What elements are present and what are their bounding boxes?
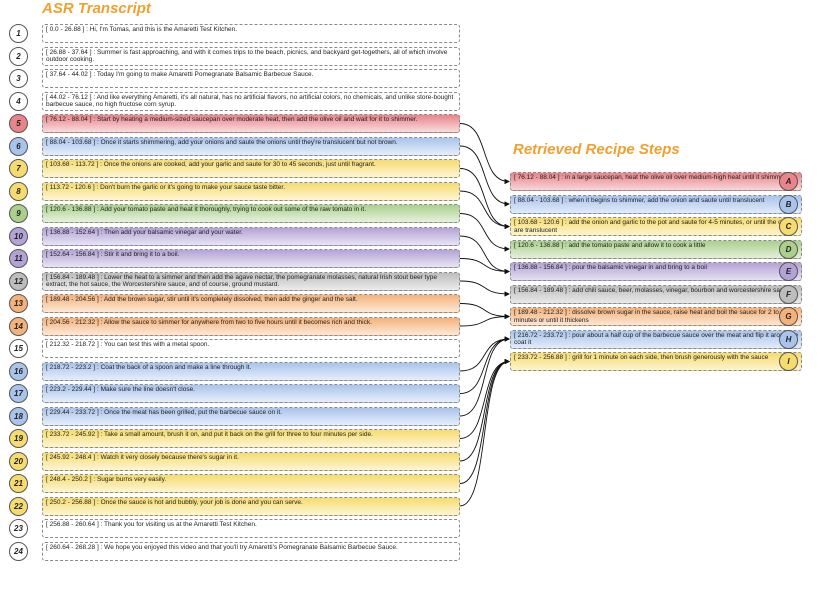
transcript-row: [ 223.2 - 229.44 ] : Make sure the line … [42, 384, 460, 403]
transcript-index-badge: 23 [9, 519, 28, 538]
recipe-step-letter-badge: D [779, 239, 798, 259]
transcript-index-badge: 18 [9, 406, 28, 426]
transcript-index-badge: 22 [9, 496, 28, 516]
recipe-step-row: [ 88.04 - 103.68 ] : when it begins to s… [510, 194, 802, 214]
asr-transcript-title: ASR Transcript [42, 0, 151, 17]
transcript-index-badge: 9 [9, 204, 28, 223]
transcript-row: [ 136.88 - 152.64 ] : Then add your bals… [42, 226, 460, 246]
alignment-link [459, 303, 510, 320]
transcript-index-badge: 6 [9, 136, 28, 156]
transcript-row: [ 156.84 - 189.48 ] : Lower the heat to … [42, 271, 460, 291]
alignment-link [459, 235, 510, 275]
transcript-index-badge: 10 [9, 226, 28, 246]
recipe-step-row: [ 76.12 - 88.04 ] : in a large saucepan,… [510, 172, 802, 191]
transcript-row: [ 229.44 - 233.72 ] : Once the meat has … [42, 406, 460, 426]
transcript-row: [ 120.6 - 136.88 ] : Add your tomato pas… [42, 204, 460, 223]
recipe-step-row: [ 120.6 - 136.88 ] : add the tomato past… [510, 239, 802, 259]
transcript-row: [ 37.64 - 44.02 ] : Today I'm going to m… [42, 69, 460, 88]
transcript-index-badge: 17 [9, 384, 28, 403]
transcript-index-badge: 7 [9, 159, 28, 178]
alignment-link [459, 145, 510, 207]
transcript-index-badge: 14 [9, 316, 28, 336]
recipe-step-letter-badge: C [779, 217, 798, 236]
transcript-row: [ 218.72 - 223.2 ] : Coat the back of a … [42, 361, 460, 381]
recipe-step-row: [ 233.72 - 256.88 ] : grill for 1 minute… [510, 352, 802, 371]
transcript-index-badge: 3 [9, 69, 28, 88]
recipe-step-letter-badge: B [779, 194, 798, 214]
transcript-index-badge: 5 [9, 114, 28, 133]
alignment-link [459, 280, 510, 297]
recipe-step-row: [ 156.84 - 189.48 ] : add chili sauce, b… [510, 284, 802, 304]
alignment-link [459, 258, 510, 275]
transcript-row: [ 250.2 - 256.88 ] : Once the sauce is h… [42, 496, 460, 516]
transcript-index-badge: 2 [9, 46, 28, 66]
transcript-index-badge: 4 [9, 91, 28, 111]
alignment-link [459, 168, 510, 230]
retrieved-steps-title: Retrieved Recipe Steps [513, 141, 680, 158]
alignment-link [459, 213, 510, 252]
transcript-row: [ 233.72 - 245.92 ] : Take a small amoun… [42, 429, 460, 448]
transcript-index-badge: 12 [9, 271, 28, 291]
transcript-row: [ 245.92 - 248.4 ] : Watch it very close… [42, 451, 460, 471]
recipe-step-letter-badge: F [779, 284, 798, 304]
transcript-row: [ 212.32 - 218.72 ] : You can test this … [42, 339, 460, 358]
transcript-index-badge: 20 [9, 451, 28, 471]
transcript-index-badge: 21 [9, 474, 28, 493]
transcript-index-badge: 8 [9, 181, 28, 201]
recipe-step-row: [ 189.48 - 212.32 ] : dissolve brown sug… [510, 307, 802, 326]
transcript-row: [ 260.64 - 268.28 ] : We hope you enjoye… [42, 541, 460, 561]
alignment-link [459, 358, 510, 484]
recipe-step-letter-badge: E [779, 262, 798, 281]
transcript-row: [ 0.0 - 26.88 ] : Hi, I'm Tomas, and thi… [42, 24, 460, 43]
transcript-row: [ 152.64 - 156.84 ] : Stir it and bring … [42, 249, 460, 268]
alignment-link [459, 358, 510, 507]
recipe-step-letter-badge: I [779, 352, 798, 371]
transcript-index-badge: 15 [9, 339, 28, 358]
alignment-link [459, 336, 510, 394]
transcript-row: [ 44.02 - 76.12 ] : And like everything … [42, 91, 460, 111]
recipe-step-row: [ 136.88 - 156.84 ] : pour the balsamic … [510, 262, 802, 281]
transcript-row: [ 88.04 - 103.68 ] : Once it starts shim… [42, 136, 460, 156]
transcript-index-badge: 11 [9, 249, 28, 268]
recipe-step-row: [ 216.72 - 233.72 ] : pour about a half … [510, 329, 802, 349]
transcript-index-badge: 19 [9, 429, 28, 448]
recipe-step-letter-badge: A [779, 172, 798, 191]
alignment-link [459, 313, 510, 327]
alignment-link [459, 123, 510, 185]
recipe-step-row: [ 103.68 - 120.6 ] : add the onion and g… [510, 217, 802, 236]
alignment-link [459, 190, 510, 230]
recipe-step-letter-badge: H [779, 329, 798, 349]
transcript-row: [ 76.12 - 88.04 ] : Start by heating a m… [42, 114, 460, 133]
recipe-step-letter-badge: G [779, 307, 798, 326]
alignment-link [459, 336, 510, 372]
alignment-link [459, 358, 510, 439]
transcript-index-badge: 13 [9, 294, 28, 313]
transcript-row: [ 113.72 - 120.6 ] : Don't burn the garl… [42, 181, 460, 201]
transcript-index-badge: 16 [9, 361, 28, 381]
alignment-link [459, 336, 510, 417]
transcript-row: [ 189.48 - 204.56 ] : Add the brown suga… [42, 294, 460, 313]
transcript-row: [ 256.88 - 260.64 ] : Thank you for visi… [42, 519, 460, 538]
transcript-index-badge: 1 [9, 24, 28, 43]
transcript-row: [ 26.88 - 37.64 ] : Summer is fast appro… [42, 46, 460, 66]
transcript-row: [ 103.68 - 113.72 ] : Once the onions ar… [42, 159, 460, 178]
transcript-row: [ 248.4 - 250.2 ] : Sugar burns very eas… [42, 474, 460, 493]
transcript-index-badge: 24 [9, 541, 28, 561]
transcript-row: [ 204.56 - 212.32 ] : Allow the sauce to… [42, 316, 460, 336]
